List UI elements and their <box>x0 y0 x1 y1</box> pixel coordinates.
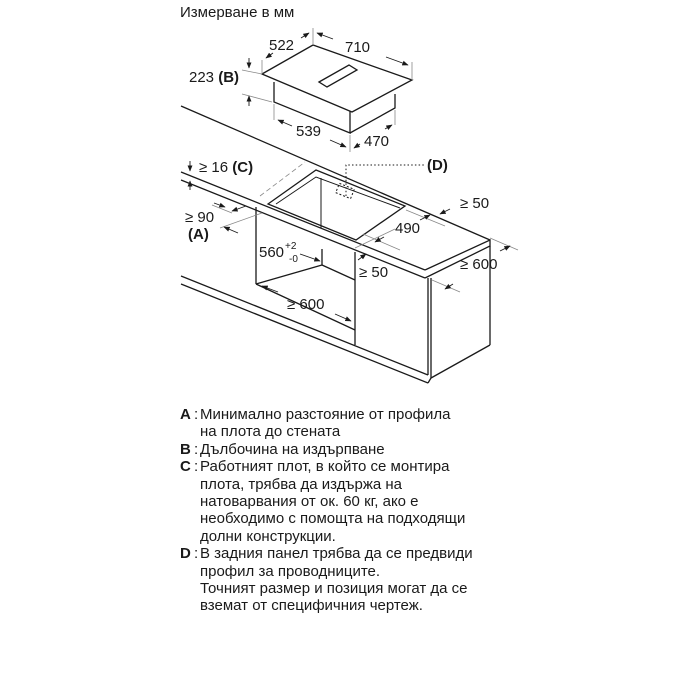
worktop-thickness-label: ≥ 16 (C) <box>199 159 253 176</box>
cutout-tol-minus: -0 <box>289 254 298 265</box>
installation-diagram: 522 710 223 (B) 539 470 <box>180 28 519 384</box>
legend-item-c: C: Работният плот, в който се монтира пл… <box>180 458 466 545</box>
hob-width-top-label: 710 <box>345 39 370 56</box>
cable-profile-label: (D) <box>427 157 448 174</box>
hob-height-label: 223 (B) <box>189 69 239 86</box>
legend-item-d: D: В задния панел трябва да се предвиди … <box>180 545 473 615</box>
wall-line <box>180 105 491 241</box>
rear-margin-label: ≥ 50 <box>460 195 489 212</box>
hob-depth-top-label: 522 <box>269 37 294 54</box>
legend: A: Минимално разстояние от профила на пл… <box>180 406 560 615</box>
cabinet-width-label: ≥ 600 <box>287 296 324 313</box>
wall-clearance-ref: (A) <box>188 226 209 243</box>
worktop-drawing <box>180 161 491 384</box>
hob-depth-bottom-label: 470 <box>364 133 389 150</box>
worktop-depth-label: ≥ 600 <box>460 256 497 273</box>
front-margin-label: ≥ 50 <box>359 264 388 281</box>
page-title: Измерване в мм <box>180 4 295 21</box>
cutout-width-label: 560 <box>259 244 284 261</box>
hob-width-bottom-label: 539 <box>296 123 321 140</box>
cable-profile <box>335 164 425 200</box>
legend-item-a: A: Минимално разстояние от профила на пл… <box>180 406 451 441</box>
legend-item-b: B: Дълбочина на издърпване <box>180 440 385 458</box>
wall-clearance-label: ≥ 90 <box>185 209 214 226</box>
cutout-depth-label: 490 <box>395 220 420 237</box>
cutout-tol-plus: +2 <box>285 241 297 252</box>
hob-dimensions <box>241 28 413 152</box>
